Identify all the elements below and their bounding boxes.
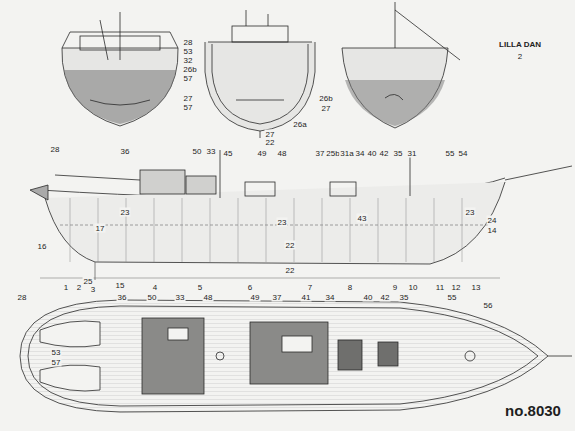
callout-number: 48: [277, 149, 288, 158]
callout-number: 57: [51, 358, 62, 367]
callout-number: 41: [301, 293, 312, 302]
callout-number: 22: [265, 138, 276, 147]
callout-number: 13: [471, 283, 482, 292]
callout-number: 34: [355, 149, 366, 158]
callout-number: 28: [17, 293, 28, 302]
callout-number: 32: [183, 56, 194, 65]
callout-number: 28: [50, 145, 61, 154]
callout-number: 9: [392, 283, 398, 292]
callout-number: 36: [120, 147, 131, 156]
callout-number: 22: [285, 241, 296, 250]
callout-number: 15: [115, 281, 126, 290]
callout-number: 50: [192, 147, 203, 156]
callout-number: 31a: [339, 149, 354, 158]
callout-number: 4: [152, 283, 158, 292]
callout-number: 33: [175, 293, 186, 302]
callout-number: 43: [357, 214, 368, 223]
callout-number: 14: [487, 226, 498, 235]
callout-number: 1: [63, 283, 69, 292]
callout-number: 34: [325, 293, 336, 302]
callout-number: 23: [120, 208, 131, 217]
callout-number: 35: [399, 293, 410, 302]
plan-title: LILLA DAN: [499, 40, 541, 49]
callout-number: 17: [95, 224, 106, 233]
callout-number: 53: [183, 47, 194, 56]
callout-number: 24: [487, 216, 498, 225]
callout-number: 48: [203, 293, 214, 302]
callout-number: 50: [147, 293, 158, 302]
callout-number: 10: [408, 283, 419, 292]
callout-number: 55: [445, 149, 456, 158]
callout-number: 54: [458, 149, 469, 158]
callout-number: 8: [347, 283, 353, 292]
callout-number: 27: [321, 104, 332, 113]
callout-number: 2: [76, 283, 82, 292]
callout-number: 40: [363, 293, 374, 302]
callout-number: 26b: [318, 94, 333, 103]
callout-number: 12: [451, 283, 462, 292]
callout-number: 56: [483, 301, 494, 310]
callout-number: 22: [285, 266, 296, 275]
callout-number: 33: [206, 147, 217, 156]
plan-number: no.8030: [504, 402, 562, 419]
callout-number: 45: [223, 149, 234, 158]
callout-number: 36: [117, 293, 128, 302]
callout-number: 37: [272, 293, 283, 302]
callout-number: 49: [250, 293, 261, 302]
callout-number: 53: [51, 348, 62, 357]
callout-number: 37: [315, 149, 326, 158]
callout-number: 2: [517, 52, 523, 61]
callout-number: 57: [183, 103, 194, 112]
callout-number: 31: [407, 149, 418, 158]
callout-number: 23: [277, 218, 288, 227]
callout-number: 16: [37, 242, 48, 251]
callout-number: 5: [197, 283, 203, 292]
callout-number: 42: [379, 149, 390, 158]
callout-number: 55: [447, 293, 458, 302]
callout-number: 28: [183, 38, 194, 47]
callout-number: 7: [307, 283, 313, 292]
callout-number: 23: [465, 208, 476, 217]
callout-number: 57: [183, 74, 194, 83]
callout-number: 40: [367, 149, 378, 158]
callout-number: 26b: [182, 65, 197, 74]
callout-number: 11: [435, 283, 445, 292]
callout-number: 26a: [292, 120, 307, 129]
callout-number: 42: [380, 293, 391, 302]
callout-number: 6: [247, 283, 253, 292]
callout-number: 49: [257, 149, 268, 158]
callout-number: 3: [90, 285, 96, 294]
callout-number: 27: [183, 94, 194, 103]
callout-number: 35: [393, 149, 404, 158]
